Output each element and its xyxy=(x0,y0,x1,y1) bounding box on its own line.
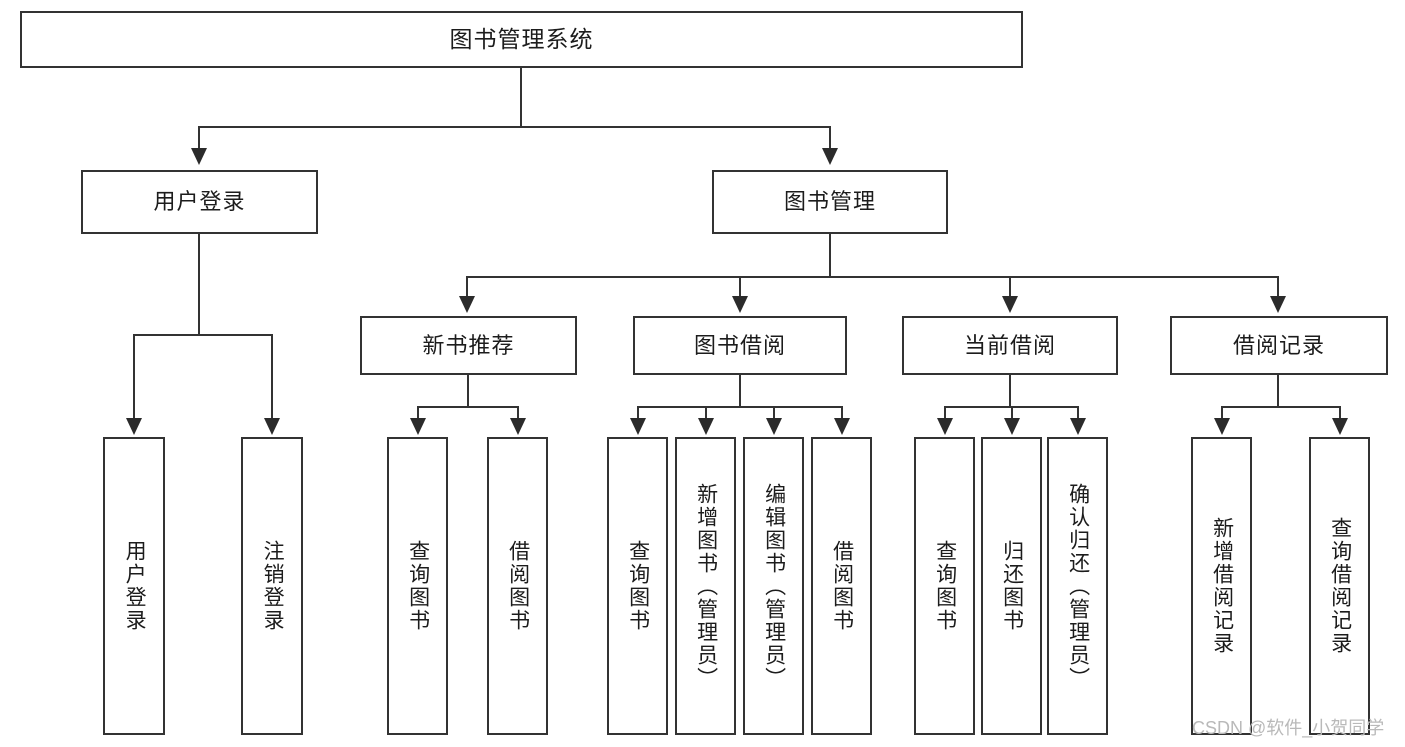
connector-bb-drop-4 xyxy=(841,406,843,420)
node-label: 借阅记录 xyxy=(1232,332,1325,358)
leaf-new-book-recommend-1[interactable]: 查询图书 xyxy=(387,437,448,735)
csdn-watermark: CSDN @软件_小贺同学 xyxy=(1192,718,1385,738)
connector-bm-drop-3 xyxy=(1009,276,1011,298)
connector-bm-drop-4 xyxy=(1277,276,1279,298)
connector-root-stem xyxy=(520,68,522,127)
connector-bb-drop-2 xyxy=(705,406,707,420)
connector-bm-drop-1 xyxy=(466,276,468,298)
connector-cb-drop-2 xyxy=(1011,406,1013,420)
connector-br-drop-2 xyxy=(1339,406,1341,420)
connector-nbr-bar xyxy=(417,406,519,408)
arrowhead-nbr-leaf-1 xyxy=(410,418,426,435)
node-label: 查询图书 xyxy=(406,540,430,632)
node-current-borrow[interactable]: 当前借阅 xyxy=(902,316,1118,375)
node-label: 图书管理系统 xyxy=(449,26,594,53)
arrowhead-bb-leaf-1 xyxy=(630,418,646,435)
leaf-borrow-record-2[interactable]: 查询借阅记录 xyxy=(1309,437,1370,735)
node-label: 查询图书 xyxy=(626,540,650,632)
node-borrow-record[interactable]: 借阅记录 xyxy=(1170,316,1388,375)
node-book-borrow[interactable]: 图书借阅 xyxy=(633,316,847,375)
node-label: 归还图书 xyxy=(1000,540,1024,632)
node-label: 用户登录 xyxy=(123,540,147,632)
connector-root-bar xyxy=(198,126,831,128)
node-label: 用户登录 xyxy=(153,189,246,215)
arrowhead-bb-leaf-3 xyxy=(766,418,782,435)
arrowhead-br-leaf-2 xyxy=(1332,418,1348,435)
leaf-borrow-record-1[interactable]: 新增借阅记录 xyxy=(1191,437,1252,735)
connector-br-stem xyxy=(1277,375,1279,407)
arrowhead-cb-leaf-3 xyxy=(1070,418,1086,435)
connector-root-to-book-management xyxy=(829,126,831,150)
arrowhead-br-leaf-1 xyxy=(1214,418,1230,435)
arrowhead-bb-leaf-2 xyxy=(698,418,714,435)
arrowhead-to-book-management xyxy=(822,148,838,165)
connector-nbr-drop-2 xyxy=(517,406,519,420)
arrowhead-to-new-book-recommend xyxy=(459,296,475,313)
connector-book-management-stem xyxy=(829,234,831,278)
leaf-book-borrow-4[interactable]: 借阅图书 xyxy=(811,437,872,735)
leaf-book-borrow-1[interactable]: 查询图书 xyxy=(607,437,668,735)
connector-bb-bar xyxy=(637,406,843,408)
node-label: 新书推荐 xyxy=(422,332,515,358)
connector-cb-drop-3 xyxy=(1077,406,1079,420)
connector-bb-stem xyxy=(739,375,741,407)
connector-cb-stem xyxy=(1009,375,1011,407)
connector-user-login-bar xyxy=(133,334,272,336)
node-root-book-management-system[interactable]: 图书管理系统 xyxy=(20,11,1023,68)
connector-user-login-drop-1 xyxy=(133,334,135,420)
node-label: 图书借阅 xyxy=(693,332,786,358)
leaf-user-login-1[interactable]: 用户登录 xyxy=(103,437,165,735)
node-label: 编辑图书（管理员） xyxy=(762,482,786,690)
leaf-user-login-2[interactable]: 注销登录 xyxy=(241,437,303,735)
connector-bb-drop-1 xyxy=(637,406,639,420)
arrowhead-user-login-leaf-2 xyxy=(264,418,280,435)
arrowhead-to-user-login xyxy=(191,148,207,165)
leaf-book-borrow-2[interactable]: 新增图书（管理员） xyxy=(675,437,736,735)
connector-nbr-drop-1 xyxy=(417,406,419,420)
arrowhead-bb-leaf-4 xyxy=(834,418,850,435)
node-label: 新增图书（管理员） xyxy=(694,482,718,690)
node-book-management[interactable]: 图书管理 xyxy=(712,170,948,234)
connector-user-login-drop-2 xyxy=(271,334,273,420)
node-new-book-recommend[interactable]: 新书推荐 xyxy=(360,316,577,375)
connector-br-drop-1 xyxy=(1221,406,1223,420)
arrowhead-cb-leaf-2 xyxy=(1004,418,1020,435)
connector-root-to-user-login xyxy=(198,126,200,150)
node-label: 新增借阅记录 xyxy=(1210,517,1234,655)
node-label: 注销登录 xyxy=(261,540,285,632)
arrowhead-nbr-leaf-2 xyxy=(510,418,526,435)
node-label: 查询图书 xyxy=(933,540,957,632)
arrowhead-to-book-borrow xyxy=(732,296,748,313)
node-label: 借阅图书 xyxy=(830,540,854,632)
leaf-current-borrow-1[interactable]: 查询图书 xyxy=(914,437,975,735)
connector-bm-drop-2 xyxy=(739,276,741,298)
node-label: 图书管理 xyxy=(783,189,876,215)
node-label: 当前借阅 xyxy=(963,332,1056,358)
arrowhead-cb-leaf-1 xyxy=(937,418,953,435)
connector-bb-drop-3 xyxy=(773,406,775,420)
connector-br-bar xyxy=(1221,406,1341,408)
leaf-new-book-recommend-2[interactable]: 借阅图书 xyxy=(487,437,548,735)
leaf-current-borrow-2[interactable]: 归还图书 xyxy=(981,437,1042,735)
leaf-current-borrow-3[interactable]: 确认归还（管理员） xyxy=(1047,437,1108,735)
leaf-book-borrow-3[interactable]: 编辑图书（管理员） xyxy=(743,437,804,735)
node-label: 确认归还（管理员） xyxy=(1066,482,1090,690)
node-label: 借阅图书 xyxy=(506,540,530,632)
node-label: 查询借阅记录 xyxy=(1328,517,1352,655)
connector-user-login-stem xyxy=(198,234,200,335)
node-user-login[interactable]: 用户登录 xyxy=(81,170,318,234)
connector-cb-drop-1 xyxy=(944,406,946,420)
connector-book-management-bar xyxy=(466,276,1278,278)
arrowhead-to-borrow-record xyxy=(1270,296,1286,313)
arrowhead-user-login-leaf-1 xyxy=(126,418,142,435)
connector-nbr-stem xyxy=(467,375,469,407)
arrowhead-to-current-borrow xyxy=(1002,296,1018,313)
